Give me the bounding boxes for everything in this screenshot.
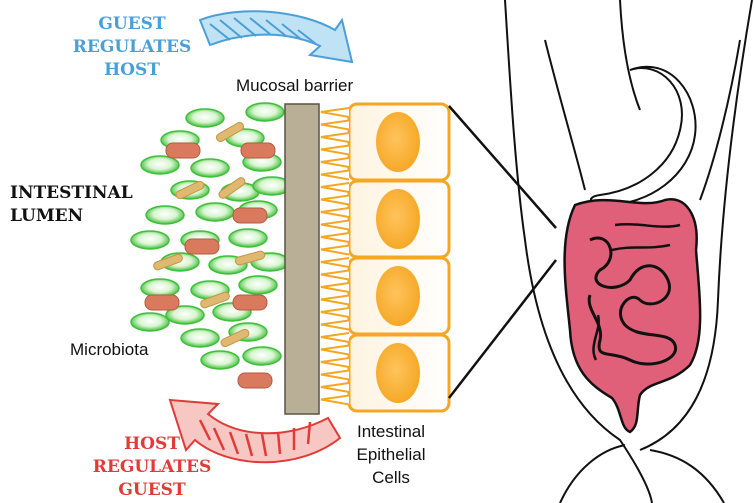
epithelial-label-line3: Cells (336, 466, 446, 489)
microvillus (321, 246, 349, 255)
microvillus (321, 258, 349, 267)
host-label-line1: HOST (82, 433, 222, 456)
bacterium-green (181, 329, 219, 347)
microvillus (321, 108, 349, 117)
microvillus (321, 146, 349, 155)
bacterium-red (166, 143, 200, 158)
bacterium-green (196, 203, 234, 221)
bacterium-green (141, 156, 179, 174)
microvillus (321, 208, 349, 217)
microvillus (321, 233, 349, 242)
bacterium-green (131, 231, 169, 249)
bacterium-green (131, 313, 169, 331)
guest-label-line1: GUEST (62, 13, 202, 36)
microvillus (321, 346, 349, 355)
epithelial-cells-label: Intestinal Epithelial Cells (336, 420, 446, 489)
lumen-label-line2: LUMEN (10, 205, 128, 228)
microvillus (321, 358, 349, 367)
connector-line-bottom (449, 260, 556, 398)
microvillus (321, 333, 349, 342)
epithelial-label-line1: Intestinal (336, 420, 446, 443)
epithelial-cell (349, 104, 449, 180)
bacterium-red (241, 143, 275, 158)
bacterium-green (239, 276, 277, 294)
intestine (565, 199, 701, 432)
microvillus (321, 221, 349, 230)
microvillus (321, 133, 349, 142)
microvillus (321, 171, 349, 180)
bacterium-red (145, 295, 179, 310)
bacterium-green (229, 229, 267, 247)
guest-label-line2: REGULATES (62, 36, 202, 59)
epithelial-cells (349, 104, 449, 411)
connector-line-top (449, 106, 556, 228)
epithelial-cell (349, 181, 449, 257)
bacterium-green (186, 109, 224, 127)
microvillus (321, 296, 349, 305)
bacterium-red (238, 373, 272, 388)
bacterium-red (233, 208, 267, 223)
intestinal-lumen-label: INTESTINAL LUMEN (0, 182, 128, 228)
epithelial-label-line2: Epithelial (336, 443, 446, 466)
bacterium-red (233, 295, 267, 310)
microbiota-label: Microbiota (70, 340, 148, 360)
epithelial-cell (349, 258, 449, 334)
mucosal-barrier-label: Mucosal barrier (236, 76, 353, 96)
bacterium-green (191, 159, 229, 177)
microvilli (321, 108, 349, 405)
lumen-label-line1: INTESTINAL (10, 182, 128, 205)
bacterium-green (243, 347, 281, 365)
microvillus (321, 196, 349, 205)
microbiota-cluster (131, 103, 291, 388)
microvillus (321, 308, 349, 317)
host-label-line3: GUEST (82, 479, 222, 502)
bacterium-red (185, 239, 219, 254)
guest-regulates-host-label: GUEST REGULATES HOST (62, 13, 202, 82)
epithelial-cell (349, 335, 449, 411)
microvillus (321, 183, 349, 192)
microvillus (321, 121, 349, 130)
microvillus (321, 271, 349, 280)
microvillus (321, 283, 349, 292)
stomach (591, 67, 696, 205)
host-label-line2: REGULATES (82, 456, 222, 479)
microvillus (321, 371, 349, 380)
microvillus (321, 383, 349, 392)
host-regulates-guest-label: HOST REGULATES GUEST (82, 433, 222, 502)
bacterium-green (141, 279, 179, 297)
bacterium-green (246, 103, 284, 121)
microvillus (321, 396, 349, 405)
microvillus (321, 321, 349, 330)
guest-label-line3: HOST (62, 59, 202, 82)
mucosal-barrier (285, 104, 319, 414)
guest-arrow (200, 11, 352, 62)
bacterium-green (146, 206, 184, 224)
bacterium-green (201, 351, 239, 369)
microvillus (321, 158, 349, 167)
